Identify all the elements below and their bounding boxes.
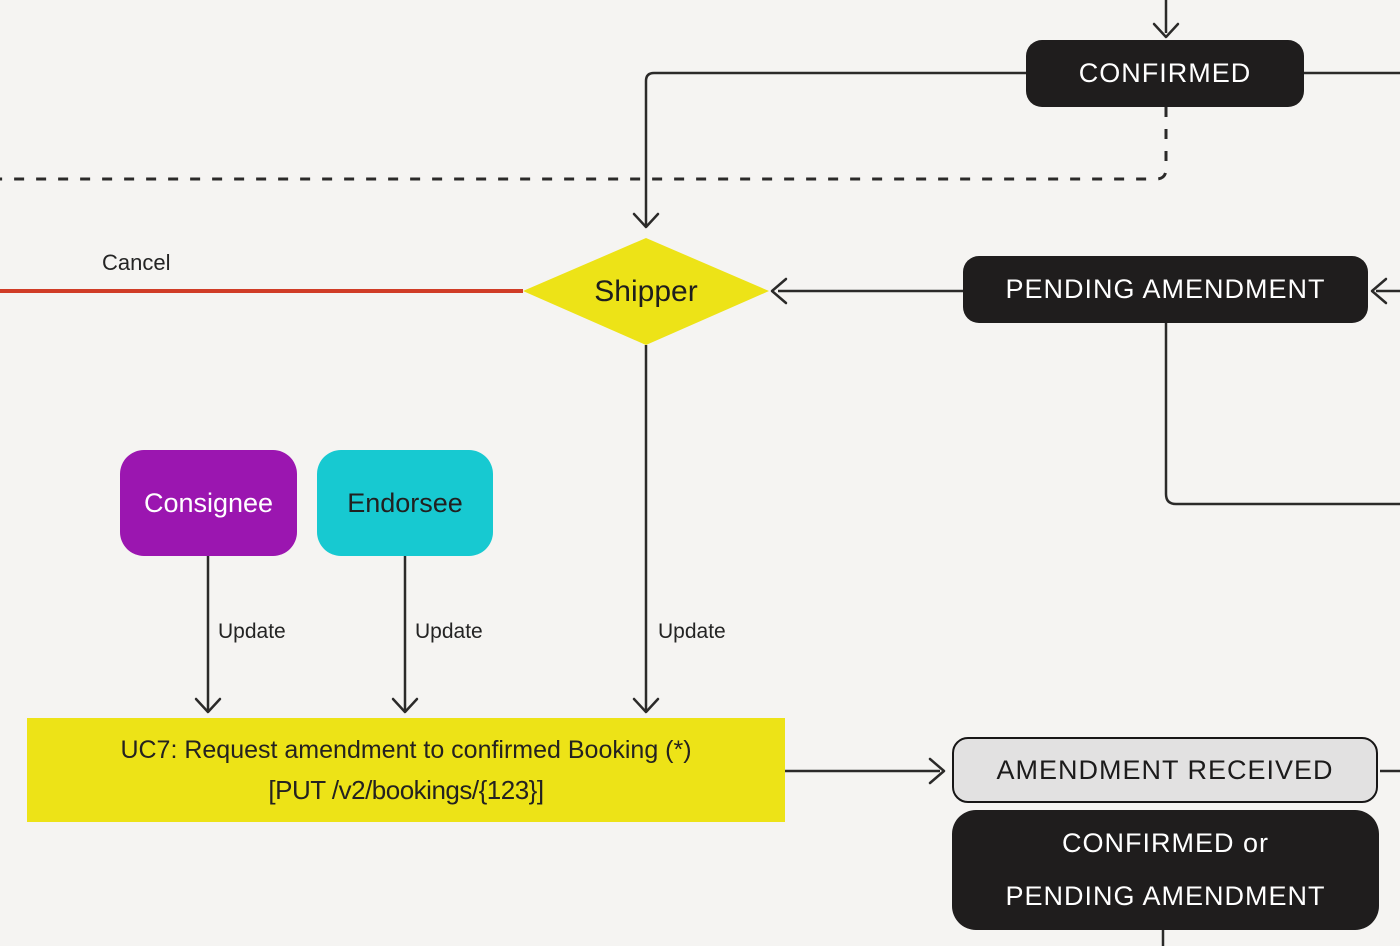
edge-label-update-shipper: Update xyxy=(658,620,726,643)
decision-shipper: Shipper xyxy=(523,238,769,345)
edge-label-update-endorsee: Update xyxy=(415,620,483,643)
arrowhead-into-received xyxy=(928,757,946,785)
state-confirmed-or-pending: CONFIRMED or PENDING AMENDMENT xyxy=(952,810,1379,930)
edge-label-cancel: Cancel xyxy=(102,250,171,275)
actor-consignee: Consignee xyxy=(120,450,297,556)
arrowhead-endorsee-into-uc7 xyxy=(391,697,419,714)
decision-shipper-label: Shipper xyxy=(594,274,698,308)
actor-endorsee-label: Endorsee xyxy=(347,487,463,518)
arrowhead-into-confirmed xyxy=(1152,22,1180,39)
state-confirmed-or-pending-line2: PENDING AMENDMENT xyxy=(1005,881,1326,911)
shipper-diamond xyxy=(523,238,769,345)
actor-consignee-label: Consignee xyxy=(143,487,274,518)
usecase-uc7-endpoint: [PUT /v2/bookings/{123}] xyxy=(268,775,544,805)
arrowhead-into-pending-right xyxy=(1370,277,1388,305)
arrowhead-into-shipper-top xyxy=(632,212,660,229)
state-confirmed: CONFIRMED xyxy=(1026,40,1304,107)
state-confirmed-label: CONFIRMED xyxy=(1078,58,1252,88)
state-pending-amendment-label: PENDING AMENDMENT xyxy=(1005,274,1326,304)
state-confirmed-or-pending-line1: CONFIRMED or xyxy=(1062,828,1269,858)
usecase-uc7: UC7: Request amendment to confirmed Book… xyxy=(27,718,785,822)
arrowhead-into-shipper-right xyxy=(770,277,788,305)
edge-pending-down-right xyxy=(1164,323,1400,506)
actor-endorsee: Endorsee xyxy=(317,450,493,556)
state-pending-amendment: PENDING AMENDMENT xyxy=(963,256,1368,323)
usecase-uc7-title: UC7: Request amendment to confirmed Book… xyxy=(120,736,692,764)
state-amendment-received-label: AMENDMENT RECEIVED xyxy=(996,754,1334,785)
edge-label-update-consignee: Update xyxy=(218,620,286,643)
state-amendment-received: AMENDMENT RECEIVED xyxy=(952,737,1378,803)
arrowhead-consignee-into-uc7 xyxy=(194,697,222,714)
arrowhead-shipper-into-uc7 xyxy=(632,697,660,714)
edge-dashed-confirmed-left xyxy=(0,107,1168,181)
edge-confirmed-to-shipper xyxy=(644,71,1026,227)
